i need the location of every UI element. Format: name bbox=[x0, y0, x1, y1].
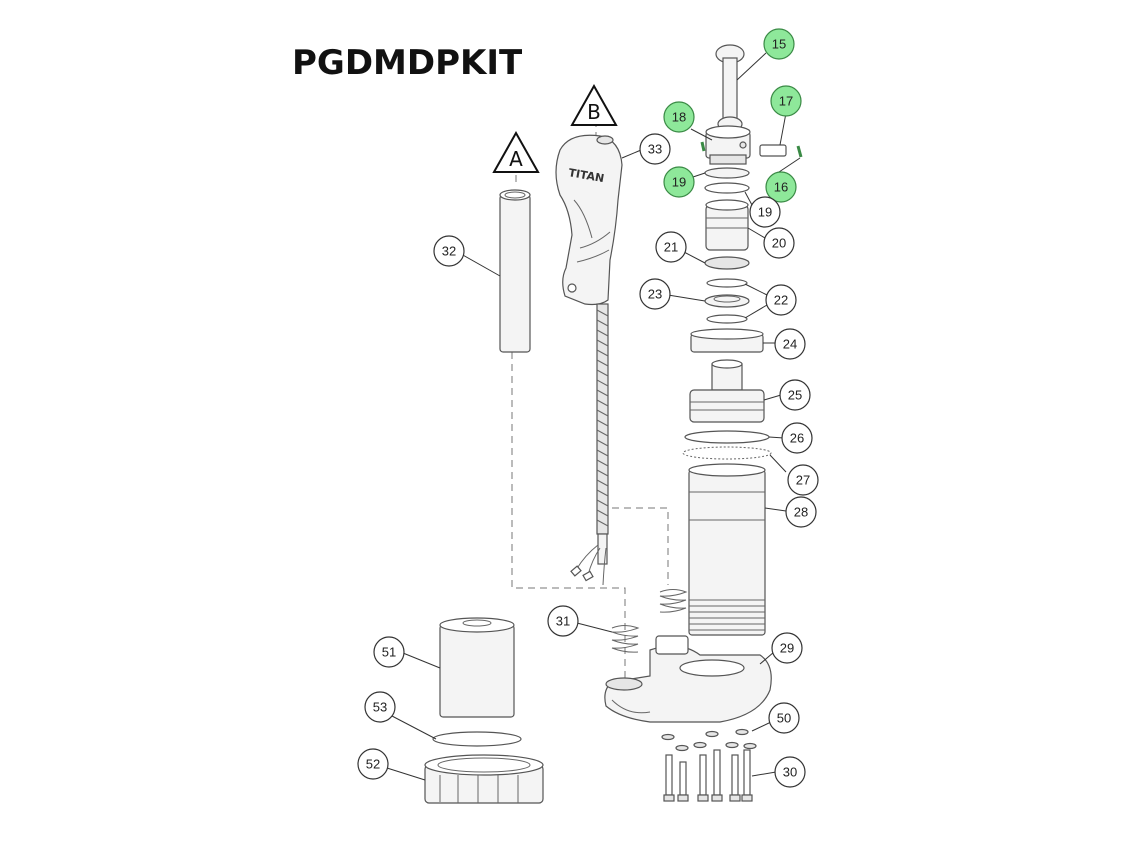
callout-16: 16 bbox=[765, 171, 797, 203]
svg-text:20: 20 bbox=[772, 236, 786, 251]
dashed-line-hose bbox=[612, 507, 669, 585]
svg-text:23: 23 bbox=[648, 287, 662, 302]
part-18-clip bbox=[700, 141, 706, 152]
svg-text:33: 33 bbox=[648, 142, 662, 157]
callout-19-green: 19 bbox=[663, 166, 695, 198]
callout-31: 31 bbox=[547, 605, 579, 637]
callout-17: 17 bbox=[770, 85, 802, 117]
callout-26: 26 bbox=[781, 422, 813, 454]
callout-30: 30 bbox=[774, 756, 806, 788]
svg-text:31: 31 bbox=[556, 614, 570, 629]
part-19-ring-upper bbox=[704, 167, 750, 179]
svg-text:16: 16 bbox=[774, 180, 788, 195]
callout-18: 18 bbox=[663, 101, 695, 133]
part-51-canister bbox=[439, 617, 515, 718]
svg-text:29: 29 bbox=[780, 641, 794, 656]
part-23-seal bbox=[704, 294, 750, 308]
part-18-piston-top bbox=[705, 125, 751, 165]
page-title: PGDMDPKIT bbox=[292, 43, 523, 83]
callout-22: 22 bbox=[765, 284, 797, 316]
svg-text:50: 50 bbox=[777, 711, 791, 726]
svg-text:53: 53 bbox=[373, 700, 387, 715]
part-33-spray-gun: TITAN bbox=[555, 134, 623, 586]
part-25-cylinder-head bbox=[689, 359, 765, 423]
callout-32: 32 bbox=[433, 235, 465, 267]
part-spring-upper bbox=[659, 589, 688, 613]
callout-20: 20 bbox=[763, 227, 795, 259]
callout-51: 51 bbox=[373, 636, 405, 668]
svg-text:15: 15 bbox=[772, 37, 786, 52]
svg-text:52: 52 bbox=[366, 757, 380, 772]
svg-text:30: 30 bbox=[783, 765, 797, 780]
part-24-housing-ring bbox=[690, 328, 764, 353]
svg-text:B: B bbox=[587, 100, 601, 124]
svg-text:21: 21 bbox=[664, 240, 678, 255]
callout-25: 25 bbox=[779, 379, 811, 411]
svg-text:18: 18 bbox=[672, 110, 686, 125]
svg-text:22: 22 bbox=[774, 293, 788, 308]
part-17-pin bbox=[759, 144, 787, 157]
part-31-spring bbox=[611, 625, 640, 653]
part-28-cylinder bbox=[688, 463, 766, 636]
svg-text:51: 51 bbox=[382, 645, 396, 660]
callout-23: 23 bbox=[639, 278, 671, 310]
svg-text:19: 19 bbox=[758, 205, 772, 220]
marker-b: B bbox=[570, 83, 618, 126]
svg-text:17: 17 bbox=[779, 94, 793, 109]
callout-24: 24 bbox=[774, 328, 806, 360]
part-16-clip bbox=[796, 145, 803, 158]
callout-19: 19 bbox=[749, 196, 781, 228]
part-52-nut bbox=[424, 754, 544, 804]
callout-53: 53 bbox=[364, 691, 396, 723]
callout-15: 15 bbox=[763, 28, 795, 60]
callout-33: 33 bbox=[639, 133, 671, 165]
svg-text:26: 26 bbox=[790, 431, 804, 446]
part-30-bolts bbox=[663, 749, 753, 802]
svg-text:24: 24 bbox=[783, 337, 797, 352]
part-50-washers bbox=[661, 728, 757, 752]
callout-28: 28 bbox=[785, 496, 817, 528]
part-21-nut-ring bbox=[704, 256, 750, 270]
part-27-gasket bbox=[682, 446, 772, 460]
part-22-ring-lower bbox=[706, 314, 748, 324]
svg-text:27: 27 bbox=[796, 473, 810, 488]
callout-29: 29 bbox=[771, 632, 803, 664]
part-19-ring-lower bbox=[704, 182, 750, 194]
svg-text:A: A bbox=[509, 147, 523, 171]
part-26-gasket bbox=[684, 430, 770, 444]
part-20-valve-body bbox=[705, 199, 749, 251]
part-53-gasket bbox=[432, 731, 522, 747]
part-22-ring-upper bbox=[706, 278, 748, 288]
svg-text:32: 32 bbox=[442, 244, 456, 259]
marker-a: A bbox=[492, 130, 540, 173]
svg-text:19: 19 bbox=[672, 175, 686, 190]
gun-logo: TITAN bbox=[567, 166, 605, 185]
part-32-tube bbox=[499, 189, 531, 353]
part-29-pump-base bbox=[604, 635, 772, 723]
callout-50: 50 bbox=[768, 702, 800, 734]
part-15-connecting-rod bbox=[715, 44, 745, 132]
svg-text:25: 25 bbox=[788, 388, 802, 403]
svg-text:28: 28 bbox=[794, 505, 808, 520]
leader-lines bbox=[386, 52, 801, 781]
callout-52: 52 bbox=[357, 748, 389, 780]
callout-27: 27 bbox=[787, 464, 819, 496]
callout-21: 21 bbox=[655, 231, 687, 263]
